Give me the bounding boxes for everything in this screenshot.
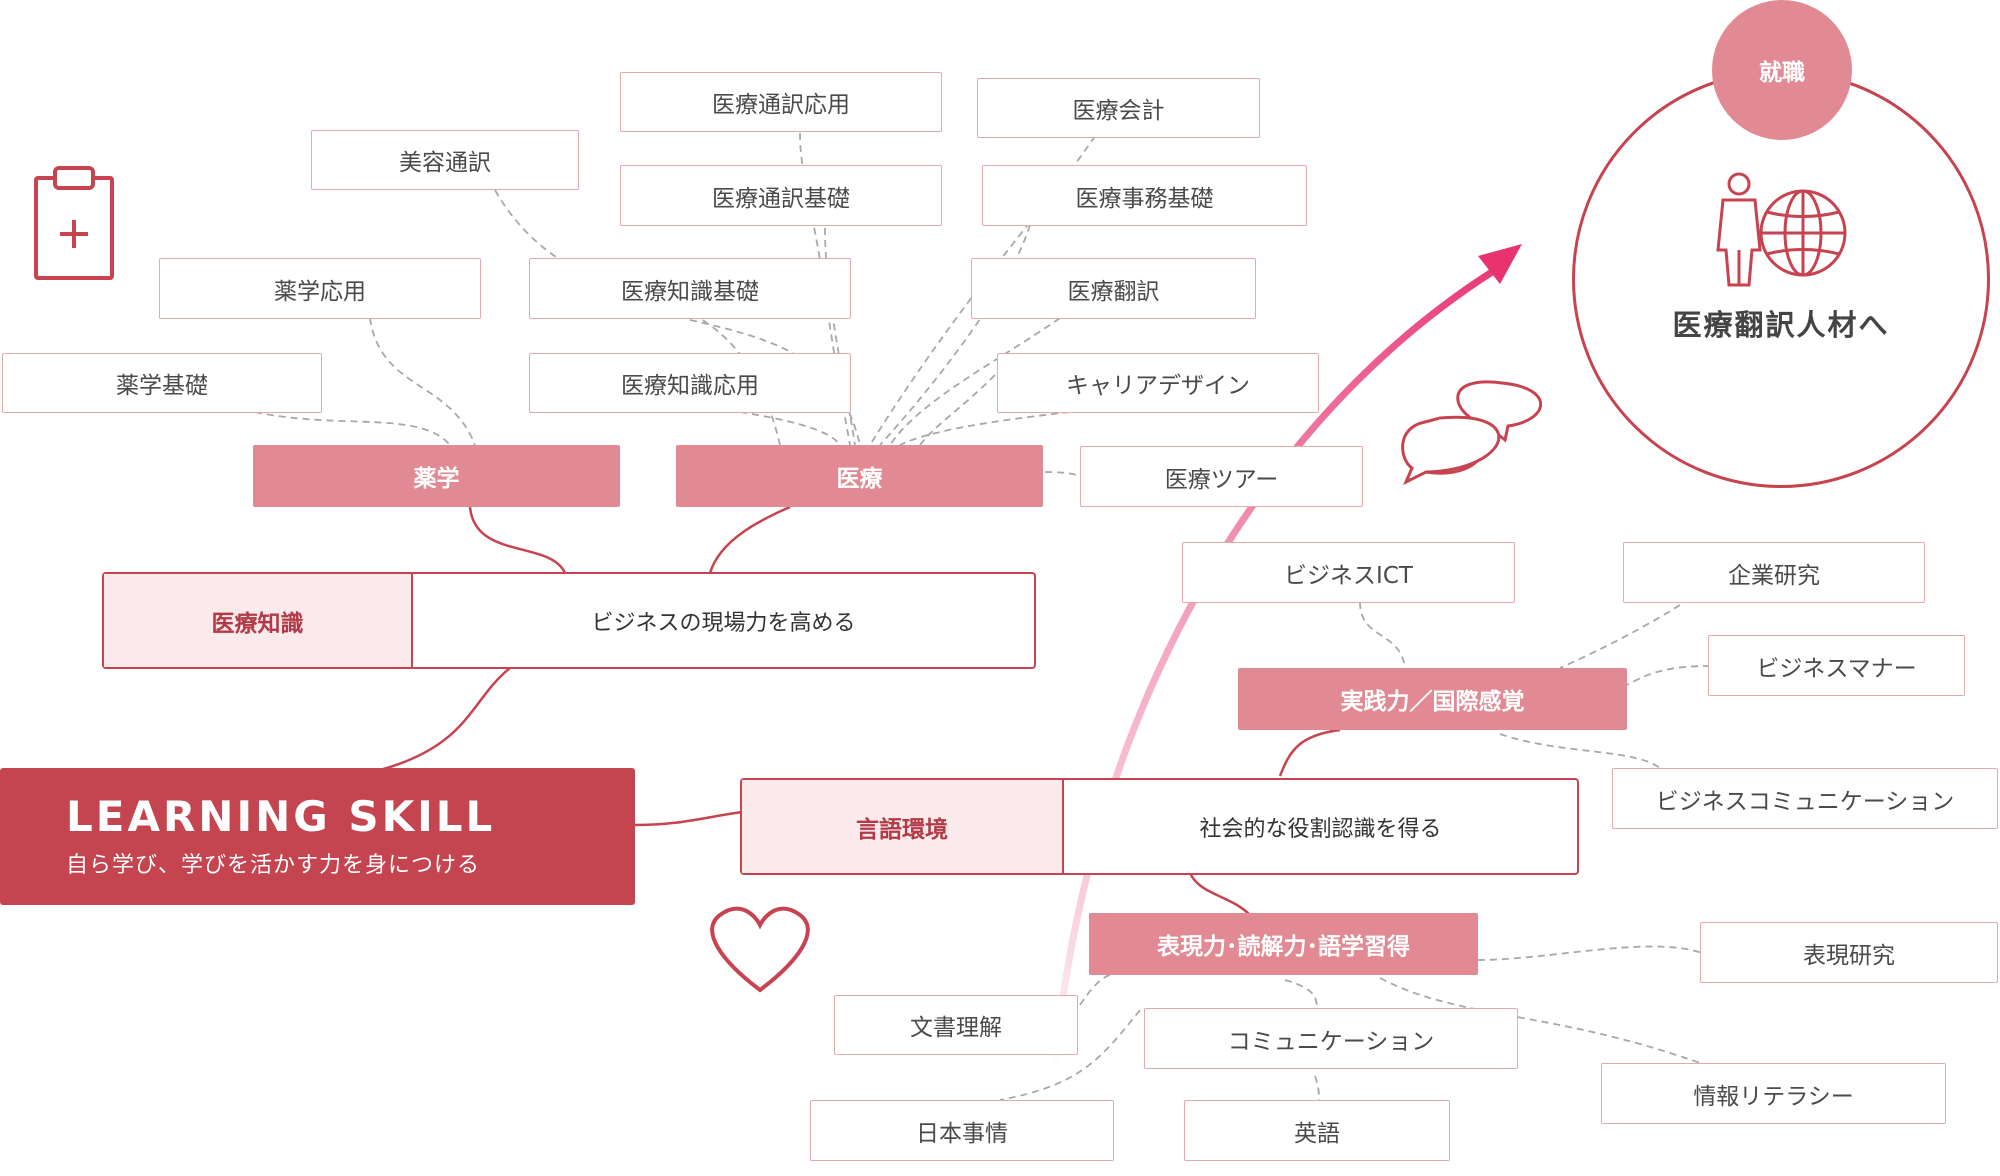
item-business-ict: ビジネスICT <box>1182 542 1515 603</box>
item-iryou-chishiki-kiso: 医療知識基礎 <box>529 258 851 319</box>
item-business-manner: ビジネスマナー <box>1708 635 1965 696</box>
category-practice: 実践力／国際感覚 <box>1238 668 1627 730</box>
branch-bottom-desc: 社会的な役割認識を得る <box>1199 816 1442 842</box>
solid-connectors <box>379 505 1341 916</box>
root-title: LEARNING SKILL <box>66 792 496 841</box>
speech-bubbles-icon <box>1401 380 1543 486</box>
branch-bottom: 言語環境 社会的な役割認識を得る <box>740 778 1579 875</box>
item-bunsho-rikai: 文書理解 <box>834 995 1078 1055</box>
item-iryou-chishiki-ouyou: 医療知識応用 <box>529 353 851 413</box>
heart-icon <box>710 906 810 993</box>
item-nihon-jijou: 日本事情 <box>810 1100 1114 1161</box>
item-iryou-honyaku: 医療翻訳 <box>971 258 1256 319</box>
item-iryou-kaikei: 医療会計 <box>977 78 1260 138</box>
category-pharmacy: 薬学 <box>253 445 620 507</box>
arrow-icon <box>1051 244 1522 1074</box>
item-communication: コミュニケーション <box>1144 1008 1518 1069</box>
item-biyou-tsuyaku: 美容通訳 <box>311 130 579 190</box>
branch-bottom-label: 言語環境 <box>742 780 1064 873</box>
root-subtitle: 自ら学び、学びを活かす力を身につける <box>66 853 481 878</box>
item-yakugaku-kiso: 薬学基礎 <box>2 353 322 413</box>
item-iryou-tsuyaku-kiso: 医療通訳基礎 <box>620 165 942 226</box>
branch-top-desc: ビジネスの現場力を高める <box>591 610 856 636</box>
item-jouhou-literacy: 情報リテラシー <box>1601 1063 1946 1124</box>
item-iryou-jimu-kiso: 医療事務基礎 <box>982 165 1307 226</box>
goal-badge: 就職 <box>1712 0 1852 140</box>
item-yakugaku-ouyou: 薬学応用 <box>159 258 481 319</box>
category-medical: 医療 <box>676 445 1043 507</box>
item-eigo: 英語 <box>1184 1100 1450 1161</box>
goal-label: 医療翻訳人材へ <box>1672 308 1890 342</box>
category-expression: 表現力･読解力･語学習得 <box>1089 913 1478 975</box>
item-kigyou-kenkyu: 企業研究 <box>1623 542 1925 603</box>
root-node: LEARNING SKILL 自ら学び、学びを活かす力を身につける <box>0 768 635 905</box>
item-business-comm: ビジネスコミュニケーション <box>1612 768 1998 829</box>
branch-top-label: 医療知識 <box>104 574 413 667</box>
item-iryou-tour: 医療ツアー <box>1080 446 1363 507</box>
branch-top: 医療知識 ビジネスの現場力を高める <box>102 572 1036 669</box>
item-hyougen-kenkyu: 表現研究 <box>1700 922 1998 983</box>
item-iryou-tsuyaku-ouyou: 医療通訳応用 <box>620 72 942 132</box>
clipboard-plus-icon <box>34 166 114 280</box>
item-career-design: キャリアデザイン <box>997 353 1319 413</box>
